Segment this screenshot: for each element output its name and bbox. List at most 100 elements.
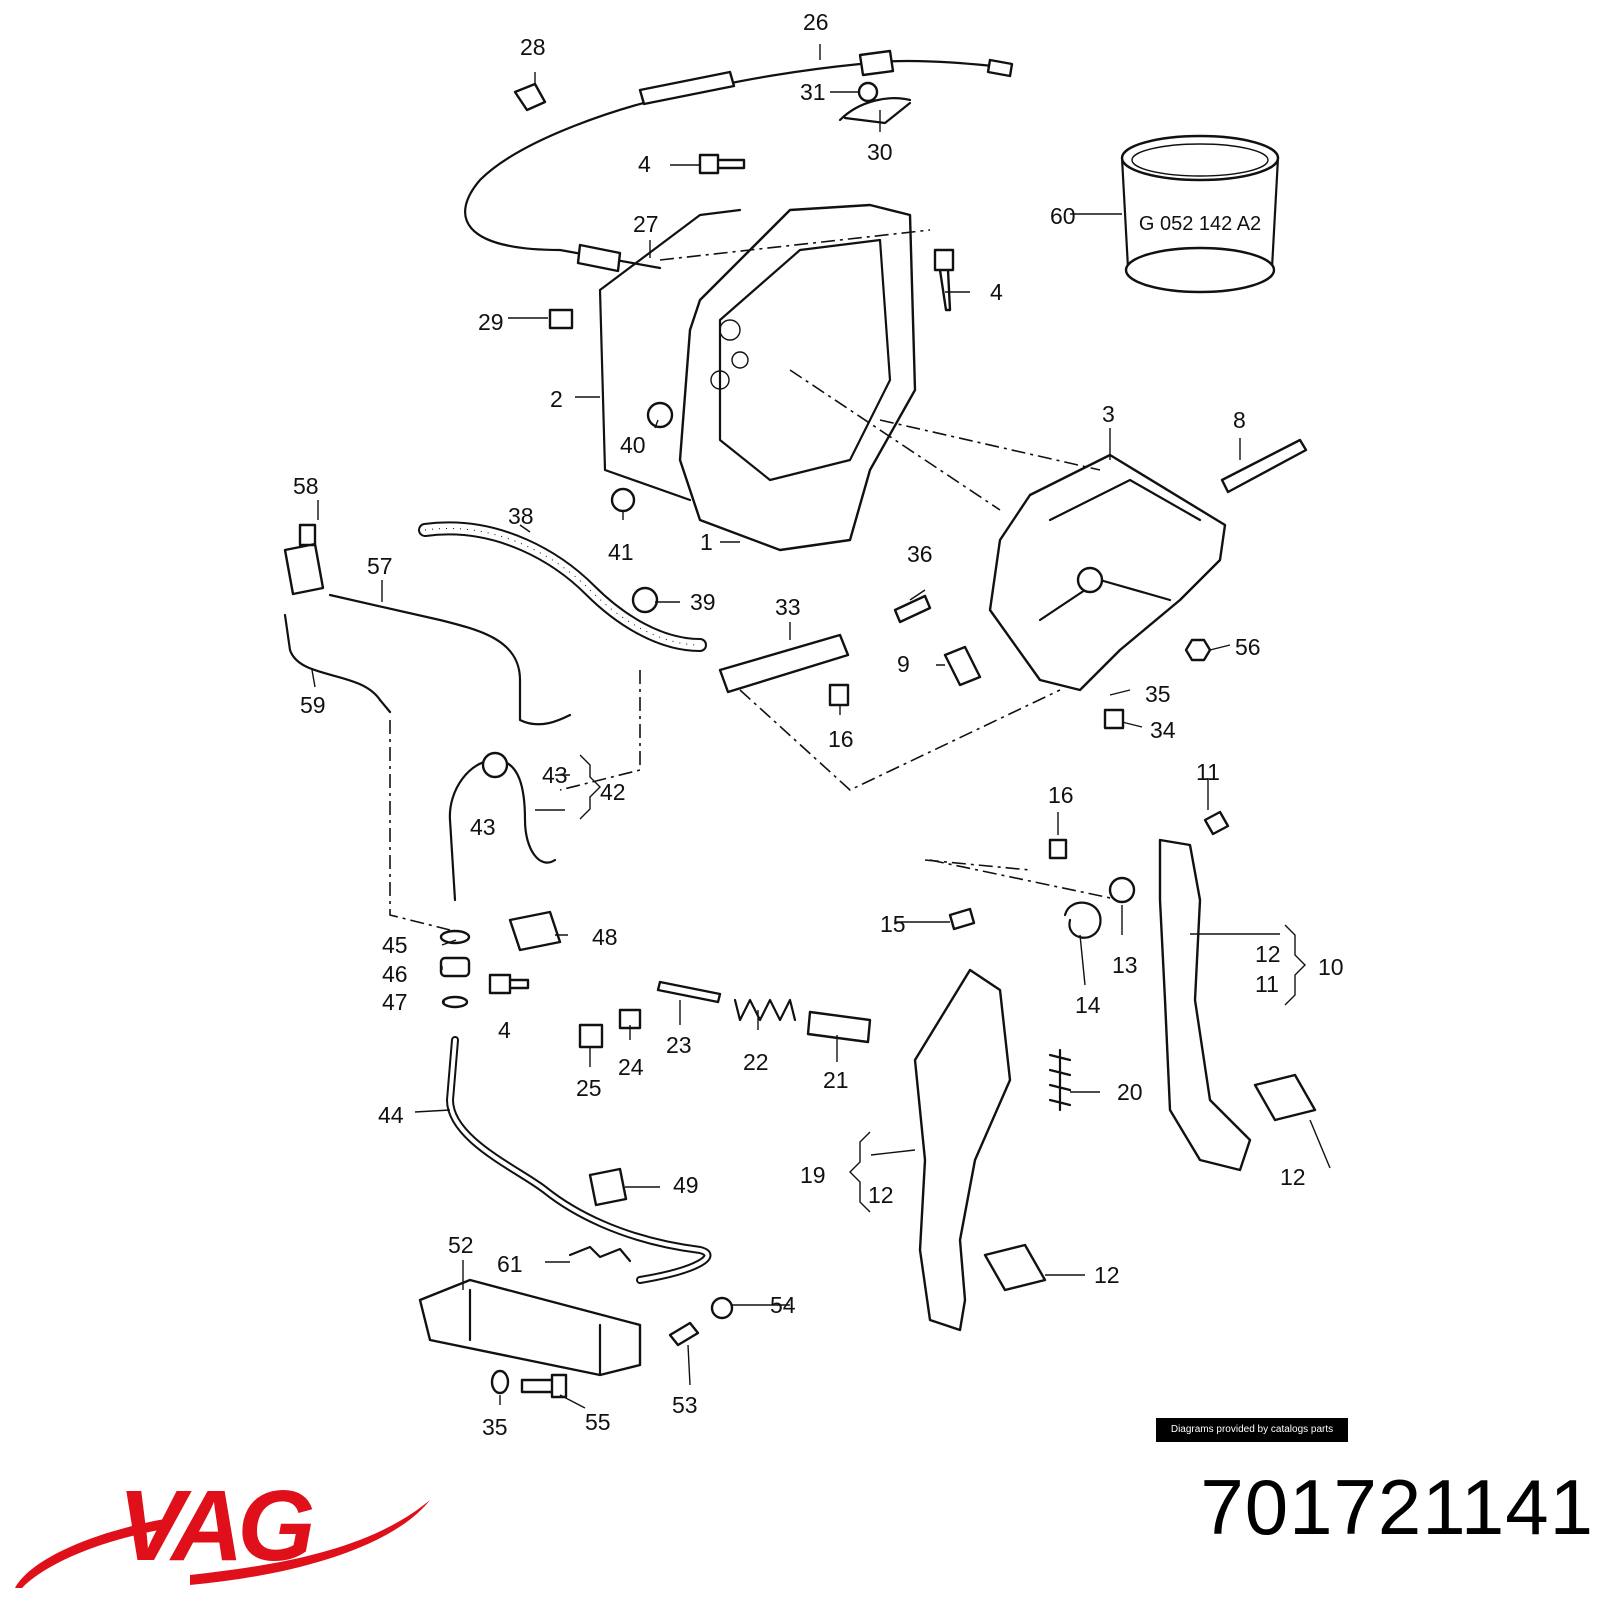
logo-swoosh <box>15 1518 170 1588</box>
nut-40 <box>646 401 674 429</box>
plate-2 <box>598 208 742 502</box>
callout-60: 60 <box>1050 203 1076 229</box>
callout-55: 55 <box>585 1409 611 1435</box>
washer-35-lower <box>490 1369 510 1395</box>
callout-14: 14 <box>1075 992 1101 1018</box>
nut-41 <box>610 487 636 513</box>
callout-12: 12 <box>1094 1262 1120 1288</box>
callout-15: 15 <box>880 911 906 937</box>
logo-wordmark: VAG <box>118 1470 312 1582</box>
pedal-10 <box>1158 838 1252 1172</box>
pipe-43 <box>448 758 557 902</box>
cylinder-33 <box>718 633 850 694</box>
callout-42: 42 <box>600 779 626 805</box>
bracket-hole-b <box>731 351 749 369</box>
pedal-housing-3 <box>988 453 1227 692</box>
assembly-line-g <box>929 859 1121 901</box>
pin-8 <box>1220 438 1308 494</box>
callout-26: 26 <box>803 9 829 35</box>
grommet-29 <box>548 308 574 330</box>
callout-36: 36 <box>907 541 933 567</box>
callout-31: 31 <box>800 79 826 105</box>
cylinder-52 <box>418 1278 642 1377</box>
bracket-hole-c <box>710 370 730 390</box>
cable-end-fitting <box>986 58 1014 78</box>
cable-sleeve <box>638 70 736 106</box>
callout-28: 28 <box>520 34 546 60</box>
shaft-line <box>924 859 1031 871</box>
callout-46: 46 <box>382 961 408 987</box>
spring-14 <box>1063 901 1102 939</box>
cable-adjuster <box>858 49 895 77</box>
assembly-line-c <box>659 229 931 261</box>
callout-59: 59 <box>300 692 326 718</box>
bushing-24 <box>618 1008 642 1030</box>
washer-45 <box>439 929 471 945</box>
fluid-can: G 052 142 A2 <box>1120 134 1280 294</box>
callout-53: 53 <box>672 1392 698 1418</box>
callout-4: 4 <box>990 279 1003 305</box>
callout-21: 21 <box>823 1067 849 1093</box>
callout-38: 38 <box>508 503 534 529</box>
clip-16-upper <box>828 683 850 707</box>
callout-41: 41 <box>608 539 634 565</box>
tee-58 <box>283 523 325 596</box>
brace-42 <box>579 754 601 820</box>
brace-19 <box>849 1131 871 1213</box>
part-number: 701721141 <box>1200 1463 1594 1551</box>
spring-20 <box>1048 1048 1072 1112</box>
leader-lines <box>311 44 1331 1409</box>
callout-12: 12 <box>1255 941 1281 967</box>
pivot-3 <box>1076 566 1104 594</box>
callout-1: 1 <box>700 529 713 555</box>
callout-34: 34 <box>1150 717 1176 743</box>
fitting-27 <box>576 243 622 273</box>
callout-33: 33 <box>775 594 801 620</box>
callout-43: 43 <box>470 814 496 840</box>
callout-4: 4 <box>498 1017 511 1043</box>
callout-45: 45 <box>382 932 408 958</box>
callout-12: 12 <box>1280 1164 1306 1190</box>
drawing: G 052 142 A2 <box>283 44 1331 1409</box>
callout-27: 27 <box>633 211 659 237</box>
pedal-19 <box>913 968 1012 1332</box>
logo-swoosh-right <box>190 1500 430 1585</box>
bolt-4-right <box>933 248 955 312</box>
callout-48: 48 <box>592 924 618 950</box>
cylinder-52-body <box>468 1288 602 1377</box>
callout-23: 23 <box>666 1032 692 1058</box>
bushing-11 <box>1203 810 1230 836</box>
bracket-hole-a <box>719 319 741 341</box>
hose-38-inner <box>420 523 705 650</box>
callout-40: 40 <box>620 432 646 458</box>
assembly-line-b <box>879 419 1101 471</box>
callout-30: 30 <box>867 139 893 165</box>
bushing-13 <box>1108 876 1136 904</box>
bolt-34 <box>1103 708 1125 730</box>
clip-28 <box>513 82 547 112</box>
credit-banner: Diagrams provided by catalogs parts <box>1156 1418 1348 1442</box>
callout-4: 4 <box>638 151 651 177</box>
bolt-4-lower <box>488 973 530 995</box>
assembly-line-e <box>559 670 641 791</box>
callout-10: 10 <box>1318 954 1344 980</box>
callout-35: 35 <box>482 1414 508 1440</box>
bolt-55 <box>520 1373 568 1399</box>
callout-22: 22 <box>743 1049 769 1075</box>
callout-43: 43 <box>542 762 568 788</box>
cap-54 <box>710 1296 734 1320</box>
callout-54: 54 <box>770 1292 796 1318</box>
bolt-4-top <box>698 153 746 175</box>
callout-16: 16 <box>828 726 854 752</box>
callout-9: 9 <box>897 651 910 677</box>
callout-29: 29 <box>478 309 504 335</box>
bracket-inner <box>718 238 892 482</box>
pedal-bracket <box>678 203 917 552</box>
bracket-48 <box>508 910 562 952</box>
hose-44-inner <box>448 1038 710 1282</box>
pad-12-lower <box>983 1243 1047 1292</box>
callout-20: 20 <box>1117 1079 1143 1105</box>
callout-25: 25 <box>576 1075 602 1101</box>
assembly-line-d <box>739 689 1061 791</box>
